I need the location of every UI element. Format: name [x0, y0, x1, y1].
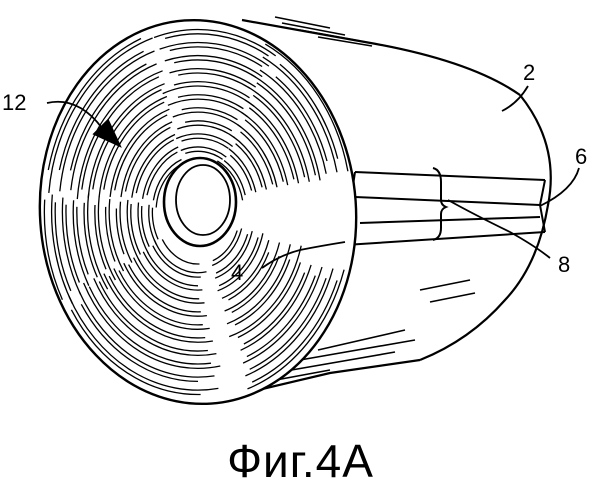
tape-strip-middle [355, 197, 540, 205]
leader-6 [540, 168, 579, 206]
cylinder-rear-edge [420, 95, 551, 360]
tape-brace [433, 168, 446, 240]
label-8: 8 [558, 252, 570, 277]
tape-strip-top [355, 172, 545, 180]
roll-core-inner [176, 165, 230, 235]
leader-8 [448, 200, 550, 258]
figure-caption: Фиг.4A [0, 434, 601, 488]
label-12: 12 [2, 90, 26, 115]
label-6: 6 [575, 144, 587, 169]
label-4: 4 [231, 260, 243, 285]
label-2: 2 [523, 60, 535, 85]
tape-strip-lower [360, 217, 540, 223]
